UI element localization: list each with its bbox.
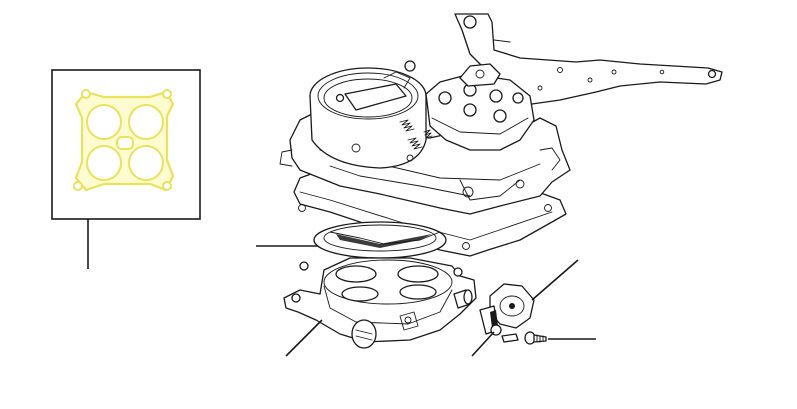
- screw-icon: [524, 331, 547, 345]
- gasket-callout[interactable]: [51, 69, 201, 269]
- vacuum-port-icon: [453, 289, 473, 309]
- base-leader-line: [285, 319, 323, 357]
- spring-icon: [399, 119, 433, 150]
- sensor-screw[interactable]: [524, 331, 596, 345]
- throttle-body-base[interactable]: [283, 257, 477, 357]
- sensor-lower-leader-line: [471, 331, 495, 357]
- gasket-icon: [73, 89, 175, 192]
- support-bracket[interactable]: [454, 13, 723, 105]
- adjuster-screw-icon: [351, 319, 377, 349]
- sensor-leader-line: [531, 259, 579, 301]
- throttle-body-spacer[interactable]: [256, 221, 447, 259]
- throttle-position-sensor[interactable]: [471, 259, 579, 357]
- carburetor-assembly[interactable]: [279, 60, 571, 257]
